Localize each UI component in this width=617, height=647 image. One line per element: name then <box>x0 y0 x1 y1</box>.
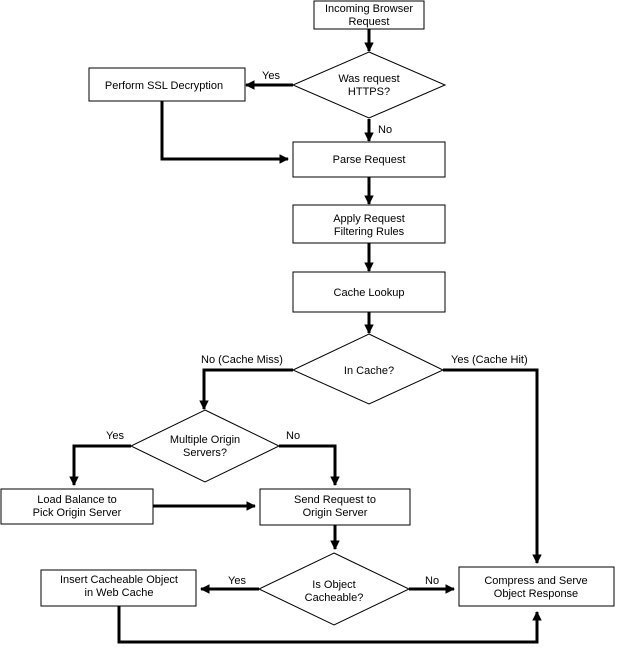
node-label: Multiple Origin <box>170 434 240 446</box>
node-label: Origin Server <box>303 507 368 519</box>
node-label: Parse Request <box>333 154 406 166</box>
node-label: in Web Cache <box>85 587 154 599</box>
node-load-balance: Load Balance to Pick Origin Server <box>0 488 154 525</box>
node-label: Is Object <box>312 579 355 591</box>
edge-label-cacheable-no: No <box>425 575 439 587</box>
node-label: Filtering Rules <box>334 226 405 238</box>
node-label: Pick Origin Server <box>33 507 122 519</box>
node-label: Servers? <box>183 447 227 459</box>
decision-in-cache: In Cache? <box>291 333 445 405</box>
arrow-cache-miss <box>199 368 293 410</box>
arrow-cache-hit <box>443 368 542 564</box>
node-label: Object Response <box>494 588 578 600</box>
node-label: Request <box>349 16 390 28</box>
edge-label-multi-no: No <box>286 430 300 442</box>
edge-label-cache-hit: Yes (Cache Hit) <box>451 354 528 366</box>
node-label: Cache Lookup <box>334 287 405 299</box>
node-incoming-request: Incoming Browser Request <box>313 0 425 30</box>
arrow-insert-to-compress <box>117 606 542 644</box>
connectors <box>69 29 542 644</box>
node-label: Load Balance to <box>37 494 117 506</box>
edge-label-cacheable-yes: Yes <box>228 575 246 587</box>
node-label: Apply Request <box>333 213 405 225</box>
node-label: Cacheable? <box>305 592 364 604</box>
arrow-ssl-to-parse <box>160 101 289 164</box>
edge-label-https-yes: Yes <box>262 70 280 82</box>
arrow-multi-yes <box>69 444 131 486</box>
decision-multiple-origin: Multiple Origin Servers? <box>129 409 281 483</box>
edge-label-https-no: No <box>378 124 392 136</box>
node-insert-cache: Insert Cacheable Object in Web Cache <box>40 569 197 607</box>
node-label: Insert Cacheable Object <box>60 574 178 586</box>
node-compress-serve: Compress and Serve Object Response <box>458 566 615 607</box>
edge-label-cache-miss: No (Cache Miss) <box>201 354 283 366</box>
node-apply-filtering: Apply Request Filtering Rules <box>292 204 446 244</box>
arrow-multi-no <box>279 444 340 486</box>
node-ssl-decryption: Perform SSL Decryption <box>88 67 246 102</box>
node-label: Was request <box>338 73 399 85</box>
decision-was-https: Was request HTTPS? <box>291 51 447 119</box>
node-label: Compress and Serve <box>484 575 587 587</box>
node-label: Incoming Browser <box>325 3 413 15</box>
node-cache-lookup: Cache Lookup <box>292 271 446 313</box>
edge-label-multi-yes: Yes <box>106 430 124 442</box>
node-label: In Cache? <box>344 365 394 377</box>
decision-is-cacheable: Is Object Cacheable? <box>257 552 411 626</box>
node-parse-request: Parse Request <box>292 141 446 178</box>
edge-labels: Yes No No (Cache Miss) Yes (Cache Hit) Y… <box>106 70 528 587</box>
node-label: Send Request to <box>294 494 376 506</box>
node-label: Perform SSL Decryption <box>105 80 223 92</box>
node-label: HTTPS? <box>348 86 390 98</box>
node-send-request: Send Request to Origin Server <box>259 488 411 526</box>
